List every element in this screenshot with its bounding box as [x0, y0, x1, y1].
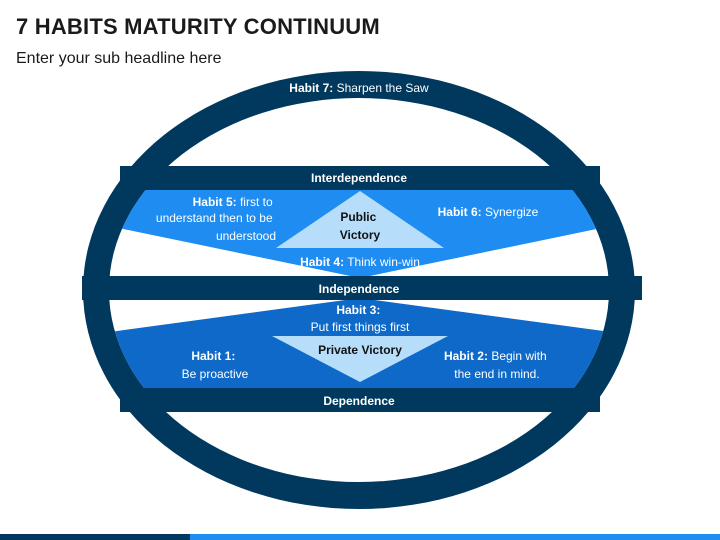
page-subtitle: Enter your sub headline here: [16, 50, 222, 67]
independence-label: Independence: [319, 282, 400, 296]
habit3-text: Habit 3: Put first things first: [311, 303, 410, 334]
private-victory-triangle: [272, 336, 448, 382]
page-title: 7 HABITS MATURITY CONTINUUM: [16, 14, 380, 39]
interdependence-label: Interdependence: [311, 171, 407, 185]
private-victory-label: Private Victory: [318, 343, 402, 357]
dependence-bar: [120, 388, 600, 412]
interdependence-bar: [120, 166, 600, 190]
habit7-text: Habit 7: Sharpen the Saw: [289, 81, 429, 95]
footer-segment-navy: [0, 534, 190, 540]
habit1-text: Habit 1: Be proactive: [182, 349, 249, 381]
public-victory-label: Public Victory: [340, 210, 381, 242]
footer-segment-blue: [190, 534, 720, 540]
dependence-label: Dependence: [323, 394, 395, 408]
habit6-text: Habit 6: Synergize: [438, 205, 539, 219]
habit2-text: Habit 2: Begin with the end in mind.: [444, 349, 550, 381]
footer-color-bar: [0, 534, 720, 540]
public-victory-triangle: [276, 191, 444, 248]
independence-bar: [82, 276, 642, 300]
habit4-text: Habit 4: Think win-win: [300, 255, 420, 269]
habit5-text: Habit 5: first to understand then to be …: [156, 195, 276, 243]
